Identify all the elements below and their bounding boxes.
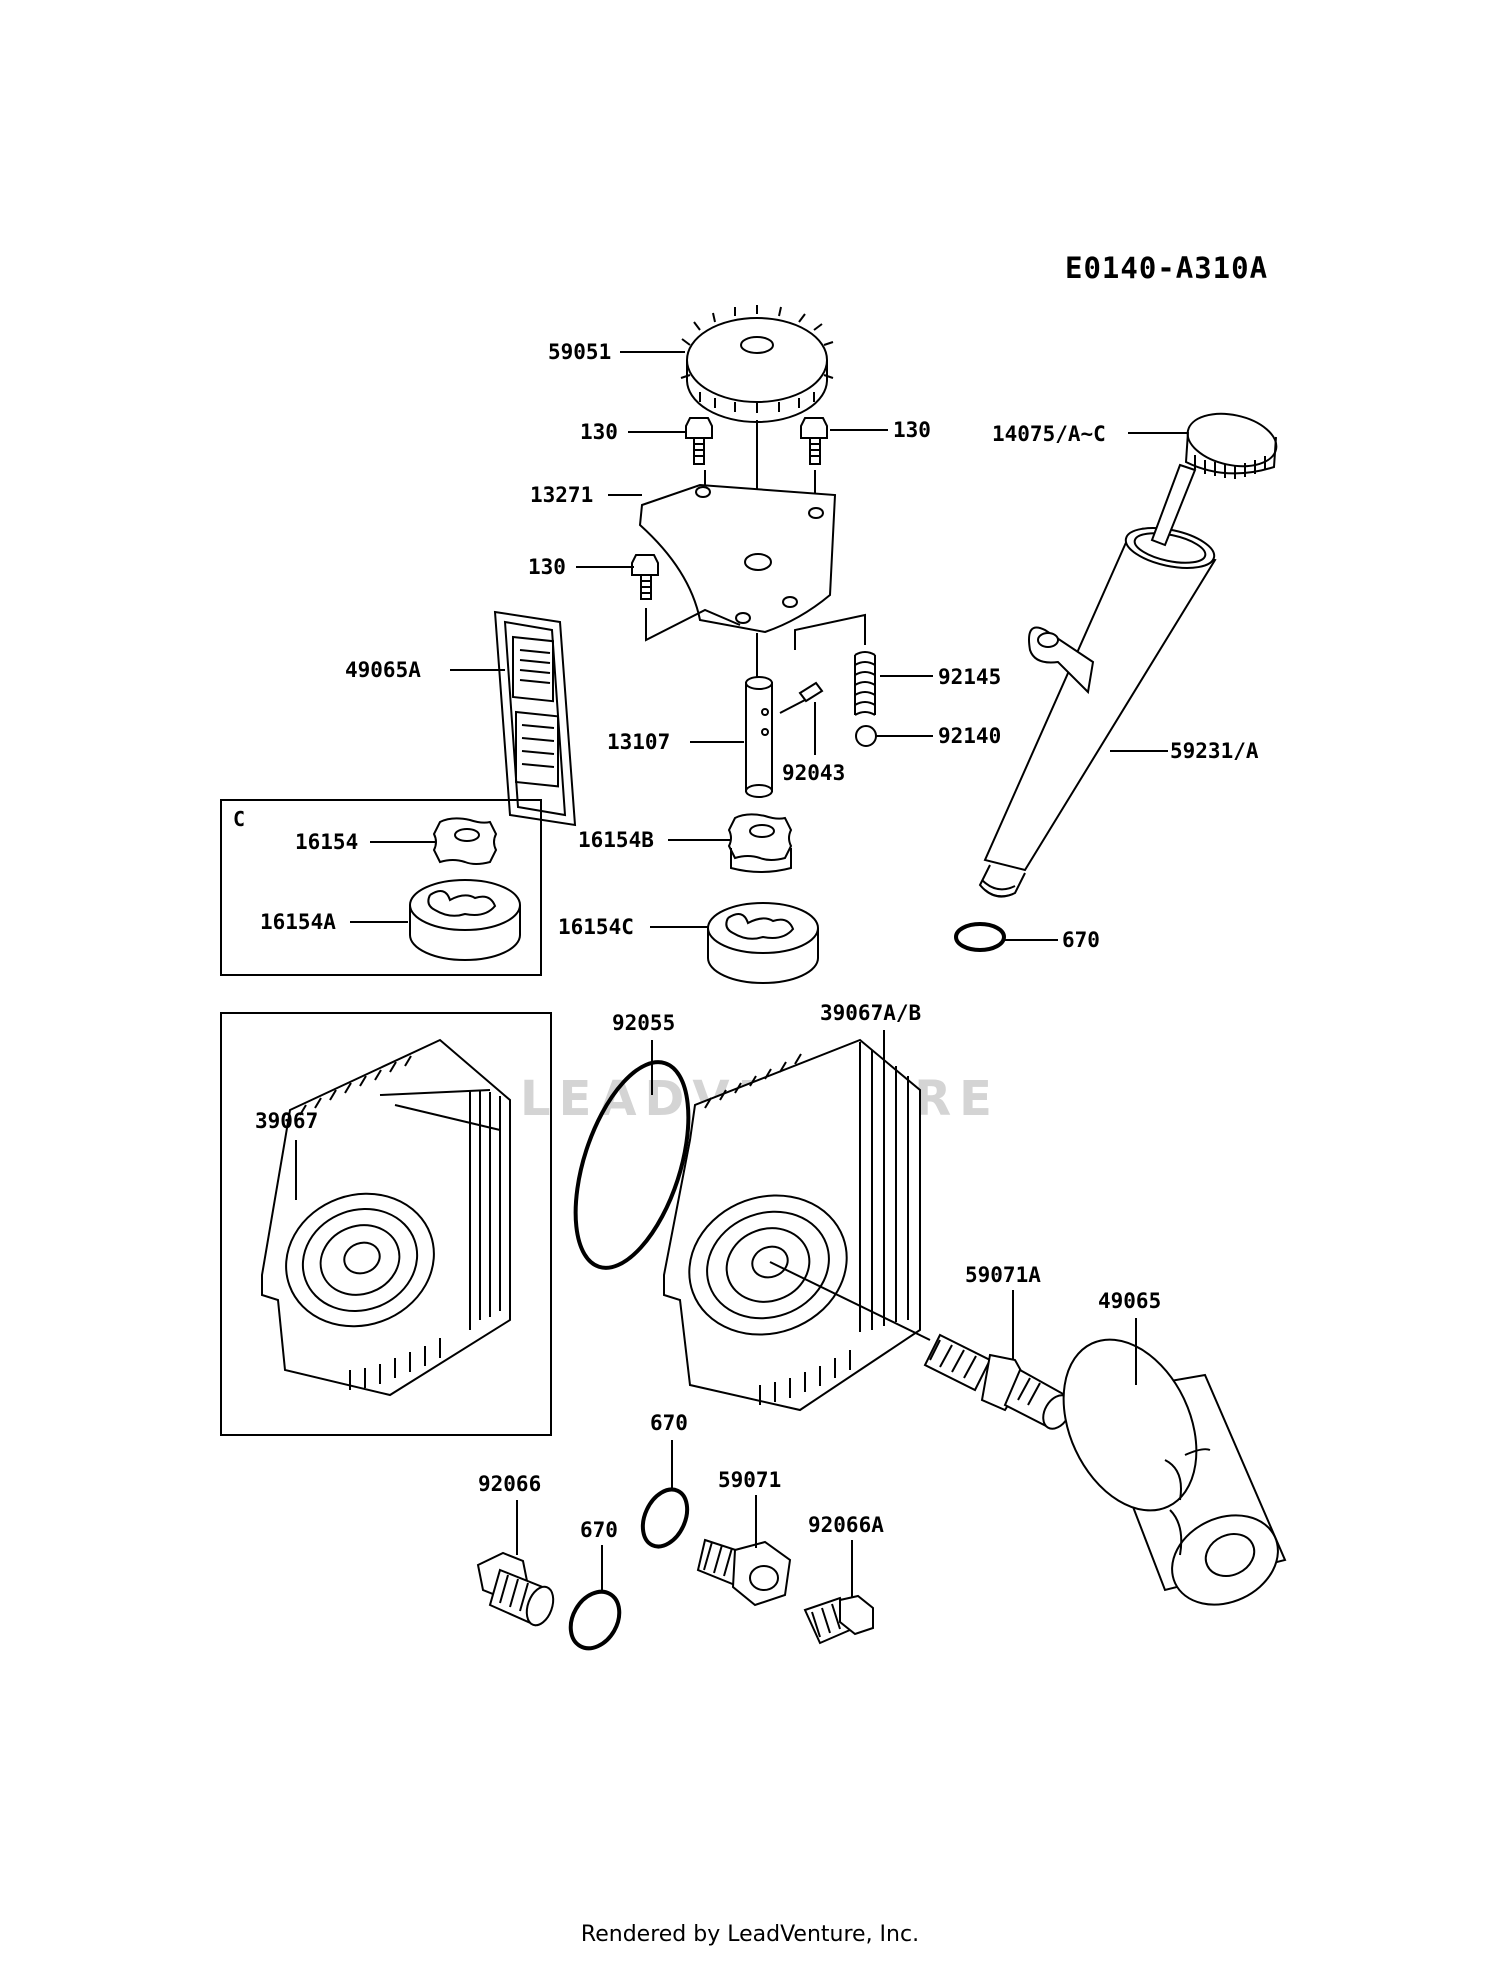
label-16154C: 16154C [558,915,634,939]
o-ring-670-lower[interactable] [561,1583,629,1657]
label-670-lower: 670 [580,1518,618,1542]
option-box-39067 [220,1012,552,1436]
bolt-130-lower[interactable] [631,554,659,600]
diagram-code: E0140-A310A [1065,251,1268,285]
oil-cooler-39067[interactable] [261,1038,511,1397]
label-92140: 92140 [938,724,1001,748]
nipple-59071A[interactable] [923,1333,1076,1434]
spring-92145[interactable] [854,651,876,716]
ball-92140[interactable] [855,725,877,747]
label-670-middle: 670 [650,1411,688,1435]
label-92043: 92043 [782,761,845,785]
plate-13271[interactable] [638,483,837,634]
shaft-13107[interactable] [745,676,773,798]
label-49065A: 49065A [345,658,421,682]
fitting-59071[interactable] [696,1538,792,1607]
plug-92066[interactable] [476,1551,558,1629]
oil-cooler-39067AB[interactable] [663,1038,921,1412]
oil-filter-49065[interactable] [1038,1318,1293,1621]
dipstick-cap-14075[interactable] [1150,406,1281,547]
oil-filler-pipe-59231[interactable] [978,521,1218,898]
gear-59051[interactable] [680,305,834,423]
rotor-16154C[interactable] [707,902,819,984]
rotor-16154A[interactable] [409,879,521,961]
option-box-c [220,799,542,976]
label-92145: 92145 [938,665,1001,689]
label-14075: 14075/A~C [992,422,1106,446]
label-92055: 92055 [612,1011,675,1035]
label-92066: 92066 [478,1472,541,1496]
o-ring-670-middle[interactable] [634,1482,696,1553]
label-59071: 59071 [718,1468,781,1492]
o-ring-670-upper[interactable] [954,922,1006,952]
label-59051: 59051 [548,340,611,364]
label-59231: 59231/A [1170,739,1259,763]
label-39067AB: 39067A/B [820,1001,921,1025]
label-59071A: 59071A [965,1263,1041,1287]
label-16154: 16154 [295,830,358,854]
label-92066A: 92066A [808,1513,884,1537]
pin-92043[interactable] [798,681,824,703]
bolt-130-right[interactable] [800,417,828,465]
plug-92066A[interactable] [803,1594,874,1645]
rotor-16154B[interactable] [727,813,793,873]
label-130-top-left: 130 [580,420,618,444]
label-16154B: 16154B [578,828,654,852]
strainer-49065A[interactable] [493,610,577,827]
label-13271: 13271 [530,483,593,507]
rotor-16154[interactable] [432,817,498,865]
footer-credit: Rendered by LeadVenture, Inc. [580,1922,920,1947]
label-39067: 39067 [255,1109,318,1133]
label-130-top-right: 130 [893,418,931,442]
label-13107: 13107 [607,730,670,754]
label-130-lower: 130 [528,555,566,579]
box-label-c: C [233,807,245,831]
o-ring-92055[interactable] [553,1048,710,1281]
label-16154A: 16154A [260,910,336,934]
label-49065: 49065 [1098,1289,1161,1313]
label-670-upper: 670 [1062,928,1100,952]
bolt-130-left[interactable] [685,417,713,465]
